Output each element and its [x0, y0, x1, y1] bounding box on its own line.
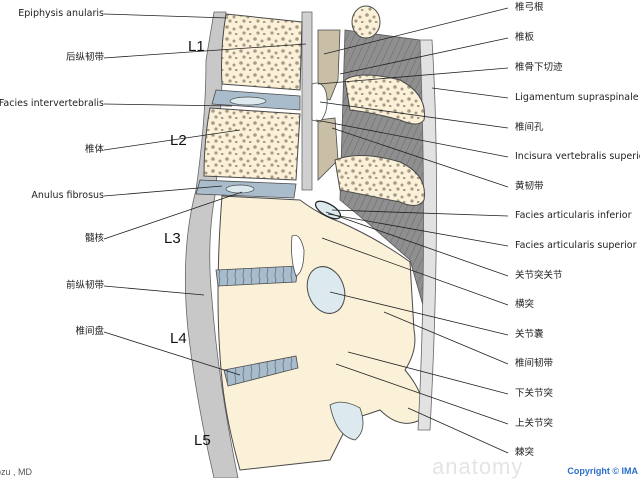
- label-posterior-longitudinal-ligament: 后纵韧带: [65, 52, 104, 63]
- joint-capsule: [306, 266, 346, 314]
- author-credit: ozu , MD: [0, 467, 33, 477]
- label-transverse-process: 横突: [515, 299, 535, 310]
- label-ligamentum-flavum: 黄韧带: [515, 181, 544, 192]
- level-l3: L3: [164, 230, 181, 247]
- level-l5: L5: [194, 432, 211, 449]
- label-pedicle: 椎弓根: [515, 2, 544, 13]
- label-facies-intervertebralis: Facies intervertebralis: [0, 98, 104, 109]
- label-joint-capsule: 关节囊: [515, 329, 544, 340]
- disc-l4-l5: [223, 355, 299, 387]
- label-epiphysis-anularis: Epiphysis anularis: [18, 8, 104, 19]
- label-nucleus-pulposus: 髓核: [84, 233, 104, 244]
- label-spinous-process: 棘突: [515, 447, 535, 458]
- watermark: anatomy: [432, 454, 524, 479]
- label-inferior-vertebral-notch: 椎骨下切迹: [515, 62, 563, 73]
- label-vertebral-body: 椎体: [84, 144, 104, 155]
- spinous-process-l2: [334, 154, 425, 206]
- vertebra-l1: [221, 13, 303, 91]
- posterior-ligament: [301, 11, 313, 191]
- label-lamina: 椎板: [515, 32, 535, 43]
- disc-l3-l4: [215, 265, 299, 287]
- spinous-process-top: [351, 5, 381, 39]
- label-ligamentum-supraspinale: Ligamentum supraspinale: [515, 92, 639, 103]
- label-facies-articularis-superior: Facies articularis superior: [515, 240, 637, 251]
- label-anulus-fibrosus: Anulus fibrosus: [31, 190, 104, 201]
- label-facies-articularis-inferior: Facies articularis inferior: [515, 210, 632, 221]
- lamina-gap: [291, 234, 305, 277]
- level-l2: L2: [170, 132, 187, 149]
- level-l4: L4: [170, 330, 187, 347]
- nucleus-l2-l3: [225, 184, 255, 194]
- label-intervertebral-foramen: 椎间孔: [515, 122, 544, 133]
- spinous-l5: [329, 401, 364, 441]
- label-anterior-longitudinal-ligament: 前纵韧带: [65, 280, 104, 291]
- nucleus-l1-l2: [229, 96, 267, 106]
- label-superior-articular-process: 上关节突: [515, 418, 554, 429]
- intervertebral-foramen: [311, 82, 328, 123]
- copyright-notice: Copyright © IMA: [567, 466, 638, 476]
- label-intervertebral-disc: 椎间盘: [75, 326, 104, 337]
- left-leader-lines: [103, 13, 307, 376]
- level-l1: L1: [188, 38, 205, 55]
- vertebra-l2: [203, 107, 301, 181]
- spinous-process-l1: [344, 74, 425, 125]
- label-zygapophyseal-joint: 关节突关节: [515, 270, 563, 281]
- right-leader-lines: [315, 7, 509, 454]
- label-interspinous-ligament: 椎间韧带: [515, 358, 554, 369]
- pedicle-lower: [317, 117, 339, 181]
- label-incisura-vertebralis-superior: Incisura vertebralis superior: [515, 151, 640, 162]
- label-inferior-articular-process: 下关节突: [515, 388, 554, 399]
